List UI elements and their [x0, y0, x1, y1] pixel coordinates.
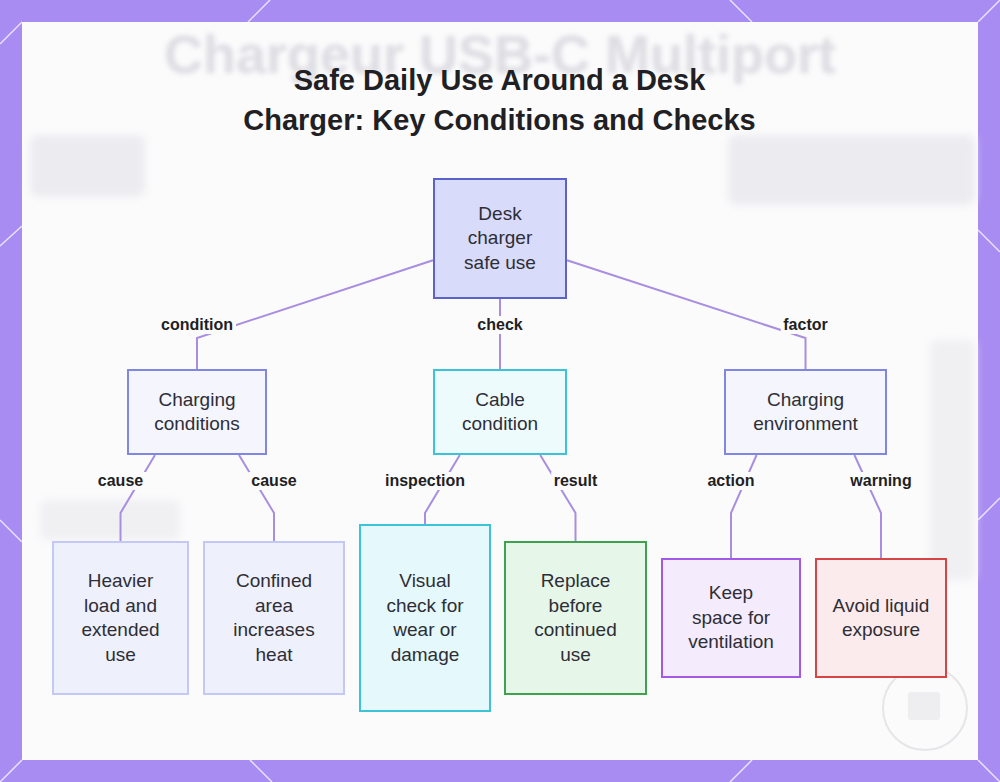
connector-line — [499, 299, 501, 369]
blurred-backdrop — [30, 135, 975, 580]
concept-box: Avoid liquid exposure — [815, 558, 947, 678]
concept-box: Charging conditions — [127, 369, 267, 455]
frame-line — [730, 760, 752, 782]
frame-line — [0, 22, 22, 44]
box-text: Cable condition — [445, 388, 555, 437]
box-text: Desk charger safe use — [457, 202, 543, 276]
box-text: Charging environment — [736, 388, 876, 437]
blurred-block — [930, 340, 975, 580]
diagram-title: Safe Daily Use Around a Desk Charger: Ke… — [237, 60, 762, 140]
blurred-block — [40, 500, 180, 540]
concept-box: Cable condition — [433, 369, 567, 455]
connector-line — [540, 455, 575, 541]
concept-box: Confined area increases heat — [203, 541, 345, 695]
frame-line — [0, 226, 22, 246]
decor-circle — [883, 666, 967, 750]
blurred-badge — [728, 135, 975, 205]
concept-box: Visual check for wear or damage — [359, 524, 491, 712]
panel — [22, 22, 978, 760]
connector-line — [121, 455, 156, 541]
frame-line — [250, 760, 272, 782]
edge-label: warning — [847, 472, 914, 490]
edge-label: action — [704, 472, 757, 490]
frame-line — [978, 0, 1000, 22]
edge-label: result — [551, 472, 601, 490]
edge-label: cause — [95, 472, 146, 490]
concept-box: Replace before continued use — [504, 541, 647, 695]
edge-label: check — [474, 316, 525, 334]
box-text: Avoid liquid exposure — [831, 594, 931, 643]
connector-line — [731, 455, 757, 558]
frame-line — [0, 760, 22, 782]
connector-line — [567, 260, 806, 369]
frame-line — [0, 520, 22, 542]
connector-line — [197, 260, 433, 369]
concept-box: Desk charger safe use — [433, 178, 567, 299]
edge-label: condition — [158, 316, 236, 334]
frame-line — [978, 498, 1000, 520]
frame-line — [730, 0, 752, 22]
edge-label: factor — [780, 316, 830, 334]
box-text: Visual check for wear or damage — [378, 569, 473, 667]
box-text: Replace before continued use — [526, 569, 626, 667]
decor-square — [908, 692, 940, 720]
concept-box: Charging environment — [724, 369, 887, 455]
concept-box: Keep space for ventilation — [661, 558, 801, 678]
frame-line — [978, 760, 1000, 782]
box-text: Heavier load and extended use — [73, 569, 168, 667]
connector-line — [239, 455, 274, 541]
edge-label: inspection — [382, 472, 468, 490]
frame-line — [248, 0, 270, 22]
concept-box: Heavier load and extended use — [52, 541, 189, 695]
edge-label: cause — [248, 472, 299, 490]
blurred-badge — [30, 135, 145, 197]
box-text: Keep space for ventilation — [683, 581, 779, 655]
frame-line — [978, 230, 1000, 252]
connector-line — [854, 455, 881, 558]
box-text: Confined area increases heat — [224, 569, 324, 667]
box-text: Charging conditions — [142, 388, 252, 437]
